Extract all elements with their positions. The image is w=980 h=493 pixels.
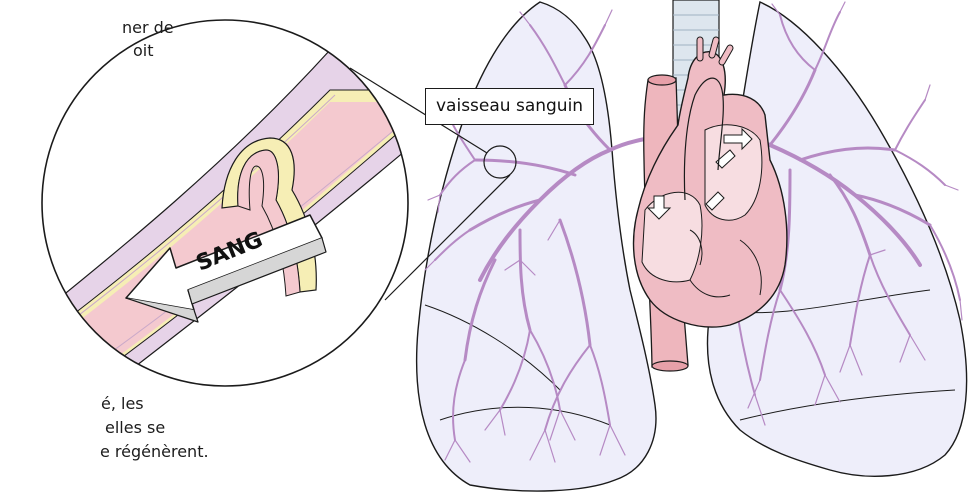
body-text-top-line-2: oit bbox=[133, 41, 154, 61]
vessel-label: vaisseau sanguin bbox=[425, 88, 594, 125]
body-text-bottom-line-3: e régénèrent. bbox=[100, 442, 209, 462]
body-text-top-line-1: ner de bbox=[122, 18, 174, 38]
body-text-bottom-line-1: é, les bbox=[101, 394, 144, 414]
magnified-vessel-view: SANG bbox=[20, 10, 430, 440]
body-text-bottom-line-2: elles se bbox=[105, 418, 165, 438]
